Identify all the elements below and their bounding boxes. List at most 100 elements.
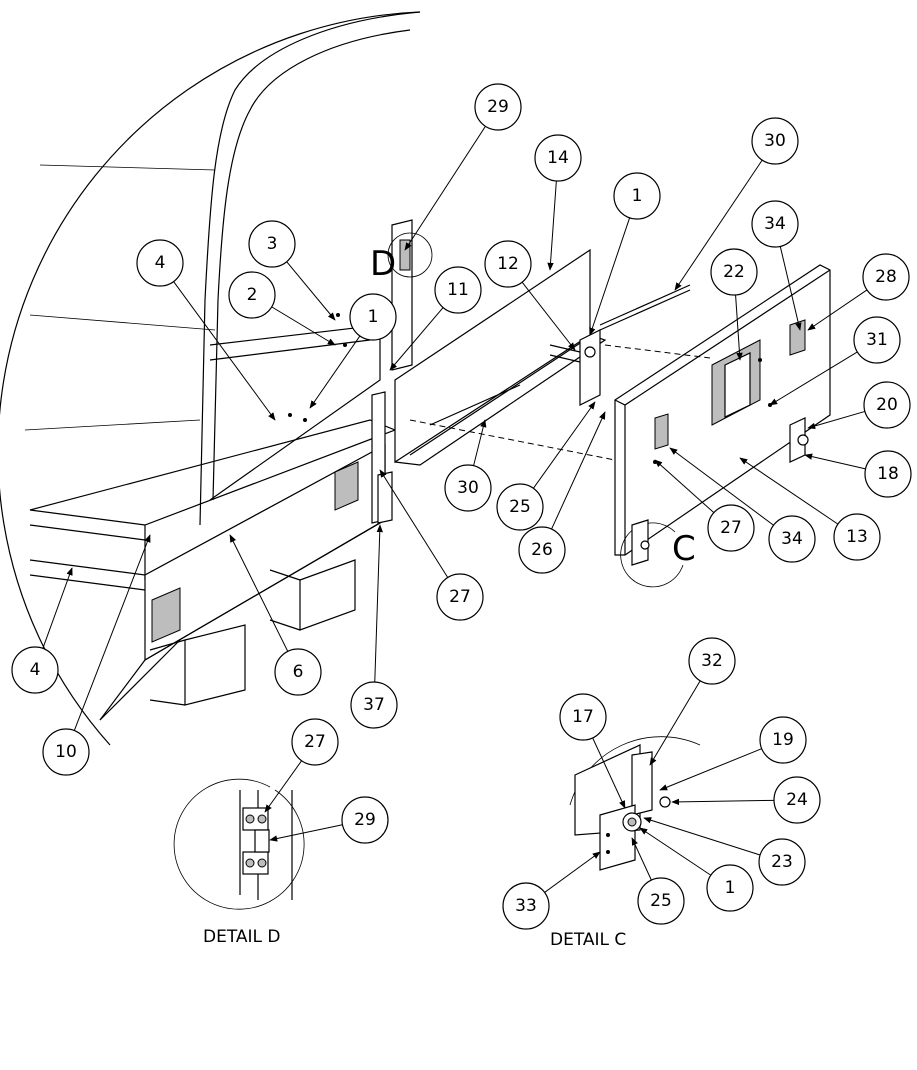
alignment-line-upper bbox=[604, 344, 711, 359]
leader-line bbox=[544, 851, 601, 893]
truck-body-breakout bbox=[0, 11, 421, 746]
callout-bubble-10: 10 bbox=[42, 728, 90, 776]
callout-circle bbox=[502, 882, 550, 930]
callout-number: 23 bbox=[771, 852, 793, 872]
callout-circle bbox=[248, 220, 296, 268]
callout-circle bbox=[11, 646, 59, 694]
block-34-lower bbox=[654, 413, 669, 450]
leader-line bbox=[804, 453, 866, 470]
callout-number: 37 bbox=[363, 695, 385, 715]
callout-bubble-29: 29 bbox=[341, 796, 389, 844]
breakout-boundary-arc bbox=[0, 11, 421, 746]
callout-bubble-34: 34 bbox=[751, 200, 799, 248]
rod-30-lower bbox=[429, 384, 521, 426]
callout-bubble-25: 25 bbox=[637, 877, 685, 925]
cab-inner-outline bbox=[212, 29, 411, 501]
callout-number: 27 bbox=[449, 587, 471, 607]
leader-line bbox=[532, 401, 596, 489]
detail-d-view bbox=[173, 778, 305, 910]
callout-circle bbox=[136, 239, 184, 287]
leader-line bbox=[669, 447, 774, 526]
leader-line bbox=[631, 837, 652, 881]
leader-line bbox=[735, 294, 743, 361]
callout-circle bbox=[759, 716, 807, 764]
callout-bubble-20: 20 bbox=[863, 381, 911, 429]
callout-bubble-1: 1 bbox=[349, 293, 397, 341]
callout-bubble-27: 27 bbox=[291, 718, 339, 766]
callout-circle bbox=[484, 240, 532, 288]
detail-d-letter: D bbox=[370, 244, 396, 284]
leader-line bbox=[42, 567, 73, 649]
callout-number: 30 bbox=[457, 478, 479, 498]
callout-number: 1 bbox=[725, 878, 736, 898]
leader-line bbox=[286, 261, 336, 321]
leader-line bbox=[592, 737, 626, 809]
leader-line bbox=[551, 411, 606, 530]
leader-line bbox=[643, 817, 761, 856]
callout-number: 1 bbox=[368, 307, 379, 327]
leader-line bbox=[389, 307, 444, 371]
leader-line bbox=[379, 469, 449, 578]
callout-number: 6 bbox=[293, 662, 304, 682]
callout-number: 30 bbox=[764, 131, 786, 151]
leader-line bbox=[639, 827, 712, 876]
callout-bubble-34: 34 bbox=[768, 515, 816, 563]
corner-post bbox=[371, 391, 393, 524]
leader-line bbox=[269, 824, 343, 842]
callout-circle bbox=[863, 381, 911, 429]
callout-bubble-14: 14 bbox=[534, 134, 582, 182]
callout-bubble-22: 22 bbox=[710, 248, 758, 296]
callout-number: 1 bbox=[632, 186, 643, 206]
callout-bubble-25: 25 bbox=[496, 483, 544, 531]
callout-bubble-1: 1 bbox=[613, 172, 661, 220]
callout-circle bbox=[613, 172, 661, 220]
alignment-line-lower bbox=[409, 419, 616, 461]
callout-circle bbox=[559, 693, 607, 741]
callout-bubble-18: 18 bbox=[864, 450, 912, 498]
leader-line bbox=[674, 159, 763, 291]
callout-bubble-28: 28 bbox=[862, 253, 910, 301]
callout-number: 24 bbox=[786, 790, 808, 810]
leader-line bbox=[271, 306, 336, 346]
rod-30-upper bbox=[599, 284, 691, 326]
callout-number: 26 bbox=[531, 540, 553, 560]
detail-d-label: DETAIL D bbox=[203, 927, 281, 947]
callout-bubble-37: 37 bbox=[350, 681, 398, 729]
leader-line bbox=[473, 419, 487, 466]
callout-bubble-30: 30 bbox=[444, 464, 492, 512]
callout-circle bbox=[637, 877, 685, 925]
callout-circle bbox=[434, 266, 482, 314]
callout-number: 32 bbox=[701, 651, 723, 671]
leader-line bbox=[264, 760, 303, 813]
callout-bubble-24: 24 bbox=[773, 776, 821, 824]
callout-circle bbox=[496, 483, 544, 531]
leader-line bbox=[521, 281, 576, 351]
leader-line bbox=[589, 217, 631, 336]
callout-number: 4 bbox=[30, 660, 41, 680]
callout-bubble-2: 2 bbox=[228, 271, 276, 319]
leader-line bbox=[779, 246, 802, 331]
detail-c-view bbox=[569, 736, 701, 871]
callout-circle bbox=[688, 637, 736, 685]
callout-bubble-6: 6 bbox=[274, 648, 322, 696]
callout-number: 12 bbox=[497, 254, 519, 274]
detail-c-marker: C bbox=[620, 519, 696, 588]
callout-circle bbox=[751, 117, 799, 165]
callout-number: 4 bbox=[155, 253, 166, 273]
callout-bubble-30: 30 bbox=[751, 117, 799, 165]
callout-circle bbox=[853, 316, 901, 364]
leader-line bbox=[671, 798, 775, 806]
callout-number: 10 bbox=[55, 742, 77, 762]
leader-line bbox=[404, 126, 486, 251]
callout-circle bbox=[751, 200, 799, 248]
leader-line bbox=[649, 680, 701, 766]
leader-line bbox=[374, 524, 383, 683]
support-bracket-upper bbox=[299, 559, 356, 631]
callout-bubble-1: 1 bbox=[706, 864, 754, 912]
callout-number: 28 bbox=[875, 267, 897, 287]
callout-circle bbox=[474, 83, 522, 131]
callout-number: 13 bbox=[846, 527, 868, 547]
callout-number: 11 bbox=[447, 280, 469, 300]
